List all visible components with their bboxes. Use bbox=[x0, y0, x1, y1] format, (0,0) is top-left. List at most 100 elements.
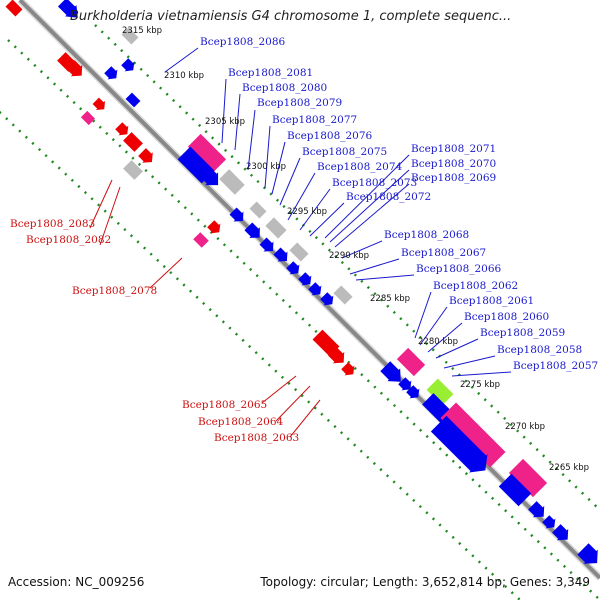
gene-arrow[interactable] bbox=[297, 271, 315, 289]
gene-arrow[interactable] bbox=[429, 414, 494, 479]
gene-label[interactable]: Bcep1808_2079 bbox=[257, 97, 342, 109]
leader-line bbox=[99, 186, 121, 246]
leader-line bbox=[275, 385, 311, 422]
gene-arrow[interactable] bbox=[405, 384, 423, 402]
leader-line bbox=[149, 257, 183, 289]
rna-feature[interactable] bbox=[193, 232, 209, 248]
pseudogene-feature[interactable] bbox=[289, 242, 309, 262]
tick-label: 2315 kbp bbox=[122, 26, 162, 36]
gene-label[interactable]: Bcep1808_2069 bbox=[411, 172, 496, 184]
leader-line bbox=[271, 141, 286, 195]
gene-label[interactable]: Bcep1808_2075 bbox=[302, 146, 387, 158]
leader-line bbox=[435, 338, 479, 359]
gene-label[interactable]: Bcep1808_2071 bbox=[411, 143, 496, 155]
gene-arrow[interactable] bbox=[57, 0, 84, 23]
gene-arrow[interactable] bbox=[397, 376, 415, 394]
gene-arrow[interactable] bbox=[498, 473, 532, 507]
tick-label: 2305 kbp bbox=[205, 117, 245, 127]
tick-label: 2265 kbp bbox=[549, 463, 589, 473]
gene-arrow[interactable] bbox=[243, 221, 265, 243]
pseudogene-feature[interactable] bbox=[249, 201, 267, 219]
gene-label[interactable]: Bcep1808_2077 bbox=[272, 114, 357, 126]
gene-arrow[interactable] bbox=[65, 59, 88, 82]
rna-feature[interactable] bbox=[508, 458, 548, 498]
pseudogene-feature[interactable] bbox=[123, 160, 143, 180]
gene-label[interactable]: Bcep1808_2066 bbox=[416, 263, 502, 275]
gene-arrow[interactable] bbox=[137, 147, 158, 168]
gene-arrow[interactable] bbox=[125, 92, 141, 108]
leader-line bbox=[309, 202, 345, 237]
leader-line bbox=[355, 274, 415, 281]
gene-arrow[interactable] bbox=[312, 329, 340, 357]
rna-feature[interactable] bbox=[396, 347, 426, 377]
gene-arrow[interactable] bbox=[272, 246, 292, 266]
gene-label[interactable]: Bcep1808_2081 bbox=[228, 67, 313, 79]
topology-text: Topology: circular; Length: 3,652,814 bp… bbox=[260, 575, 590, 589]
rna-feature[interactable] bbox=[187, 133, 227, 173]
gene-arrow[interactable] bbox=[198, 165, 225, 192]
gene-label[interactable]: Bcep1808_2062 bbox=[433, 280, 518, 292]
gene-label[interactable]: Bcep1808_2060 bbox=[464, 311, 549, 323]
gene-label[interactable]: Bcep1808_2057 bbox=[513, 360, 598, 372]
gene-arrow[interactable] bbox=[285, 260, 303, 278]
gene-label[interactable]: Bcep1808_2074 bbox=[317, 161, 403, 173]
gene-arrow[interactable] bbox=[541, 514, 559, 532]
gene-arrow[interactable] bbox=[307, 281, 325, 299]
gene-label[interactable]: Bcep1808_2080 bbox=[242, 82, 327, 94]
leader-line bbox=[443, 355, 496, 369]
tick-label: 2270 kbp bbox=[505, 422, 545, 432]
map-title: Burkholderia vietnamiensis G4 chromosome… bbox=[70, 9, 512, 24]
gene-label[interactable]: Bcep1808_2083 bbox=[10, 218, 95, 230]
gene-arrow[interactable] bbox=[5, 0, 23, 17]
gene-arrow[interactable] bbox=[527, 500, 550, 523]
pseudogene-feature[interactable] bbox=[333, 285, 353, 305]
gene-arrow[interactable] bbox=[258, 236, 278, 256]
gene-arrow[interactable] bbox=[551, 523, 574, 546]
gene-label[interactable]: Bcep1808_2061 bbox=[449, 295, 534, 307]
leader-line bbox=[427, 322, 463, 353]
gene-arrow[interactable] bbox=[103, 65, 121, 83]
gene-arrow[interactable] bbox=[120, 57, 138, 75]
rna-feature[interactable] bbox=[80, 110, 96, 126]
gene-arrow[interactable] bbox=[206, 219, 224, 237]
gene-arrow[interactable] bbox=[114, 121, 132, 139]
gene-arrow[interactable] bbox=[123, 132, 143, 152]
gene-label[interactable]: Bcep1808_2063 bbox=[214, 432, 299, 444]
leader-line bbox=[287, 172, 316, 221]
gene-label[interactable]: Bcep1808_2073 bbox=[332, 177, 417, 189]
gene-label[interactable]: Bcep1808_2065 bbox=[182, 399, 267, 411]
leader-line bbox=[451, 371, 512, 377]
pseudogene-feature[interactable] bbox=[121, 27, 139, 45]
rna-feature[interactable] bbox=[440, 402, 506, 468]
gene-label[interactable]: Bcep1808_2078 bbox=[72, 285, 157, 297]
gene-arrow[interactable] bbox=[340, 361, 358, 379]
gene-arrow[interactable] bbox=[228, 206, 248, 226]
gene-label[interactable]: Bcep1808_2070 bbox=[411, 158, 496, 170]
gene-label[interactable]: Bcep1808_2076 bbox=[287, 130, 373, 142]
gene-arrow[interactable] bbox=[319, 291, 337, 309]
gene-arrow[interactable] bbox=[327, 346, 350, 369]
gene-label[interactable]: Bcep1808_2059 bbox=[480, 327, 565, 339]
gene-label[interactable]: Bcep1808_2064 bbox=[198, 416, 284, 428]
accession-text: Accession: NC_009256 bbox=[8, 575, 145, 589]
leader-line bbox=[324, 154, 410, 239]
gene-arrow[interactable] bbox=[576, 542, 600, 570]
pseudogene-feature[interactable] bbox=[219, 169, 245, 195]
gene-label[interactable]: Bcep1808_2086 bbox=[200, 36, 286, 48]
gene-label[interactable]: Bcep1808_2068 bbox=[384, 229, 469, 241]
gene-label[interactable]: Bcep1808_2072 bbox=[346, 191, 431, 203]
gene-arrow[interactable] bbox=[91, 96, 109, 114]
misc-feature[interactable] bbox=[426, 378, 454, 406]
gene-label[interactable]: Bcep1808_2058 bbox=[497, 344, 582, 356]
leader-line bbox=[289, 399, 321, 438]
label-leader-lines bbox=[89, 47, 512, 438]
gene-label[interactable]: Bcep1808_2082 bbox=[26, 234, 111, 246]
inner-guide-line bbox=[7, 39, 600, 600]
gene-arrow[interactable] bbox=[379, 360, 407, 388]
leader-line bbox=[419, 306, 448, 346]
tick-label: 2290 kbp bbox=[329, 251, 369, 261]
gene-label[interactable]: Bcep1808_2067 bbox=[401, 247, 486, 259]
pseudogene-feature[interactable] bbox=[265, 217, 287, 239]
leader-line bbox=[89, 179, 113, 229]
